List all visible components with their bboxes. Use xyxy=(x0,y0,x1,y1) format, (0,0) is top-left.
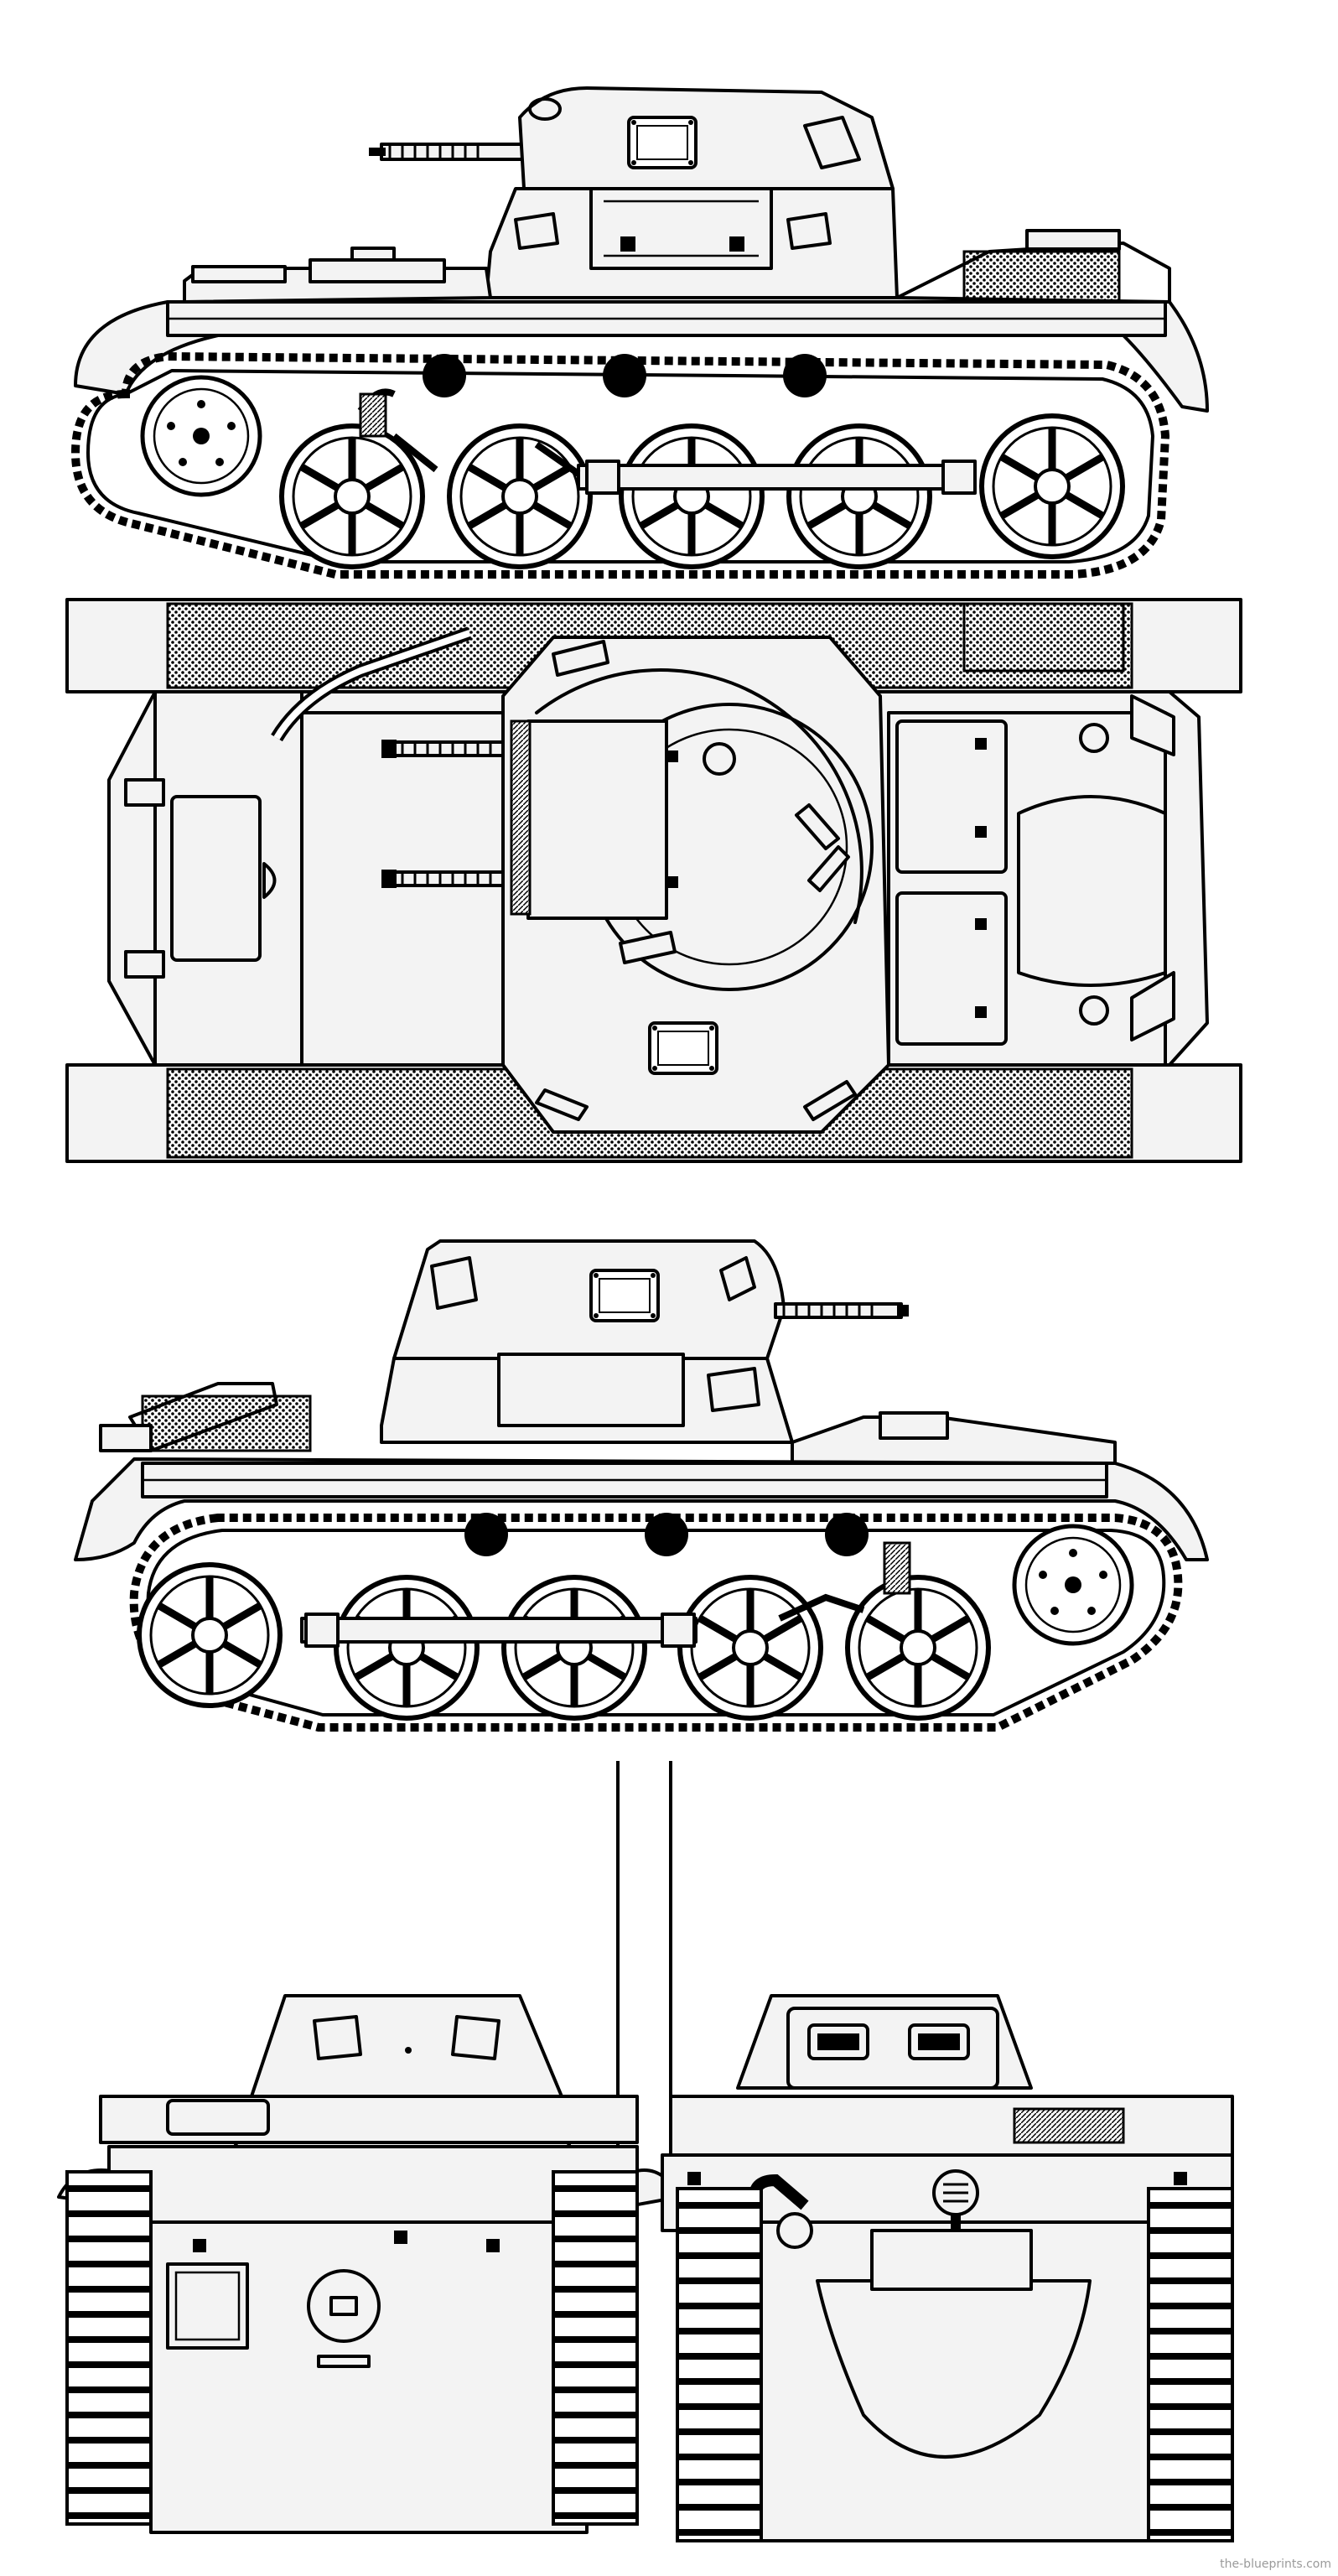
return-roller xyxy=(645,1513,688,1556)
drive-sprocket xyxy=(143,377,260,495)
suspension-beam xyxy=(357,388,977,495)
road-wheel xyxy=(680,1577,821,1718)
hull-front xyxy=(57,2095,681,2534)
turret xyxy=(736,1994,1033,2090)
turret xyxy=(250,1994,563,2098)
left-track-front xyxy=(67,2172,151,2524)
road-wheel xyxy=(504,1577,645,1718)
return-roller xyxy=(464,1513,508,1556)
right-track-front xyxy=(553,2172,637,2524)
road-wheel xyxy=(336,1577,477,1718)
road-wheel xyxy=(449,426,590,567)
road-wheel xyxy=(789,426,930,567)
road-wheel xyxy=(621,426,762,567)
credit-watermark: the-blueprints.com xyxy=(1220,2558,1331,2571)
rear-view xyxy=(661,1994,1234,2542)
idler-wheel xyxy=(139,1565,280,1706)
turret-top xyxy=(501,636,890,1134)
right-side-view xyxy=(74,1239,1209,1732)
turret xyxy=(518,86,895,190)
tail-light xyxy=(932,2169,979,2231)
left-track-rear xyxy=(677,2189,761,2541)
hull xyxy=(74,1457,1209,1561)
hull xyxy=(74,300,1209,413)
rear-deck xyxy=(99,1382,312,1452)
hull-rear xyxy=(661,2095,1234,2542)
right-track-rear xyxy=(1149,2189,1232,2541)
machine-gun-barrel xyxy=(369,143,526,161)
machine-gun-barrel xyxy=(774,1302,909,1319)
rear-deck xyxy=(895,229,1171,304)
front-deck xyxy=(791,1411,1117,1465)
drive-sprocket xyxy=(1014,1526,1132,1644)
road-wheel xyxy=(848,1577,988,1718)
idler-wheel xyxy=(982,416,1123,557)
front-view xyxy=(57,1994,681,2534)
track xyxy=(129,1514,1183,1732)
return-roller xyxy=(423,354,466,397)
front-deck xyxy=(183,247,492,304)
suspension-beam xyxy=(300,1541,911,1648)
engine-deck xyxy=(887,694,1175,1067)
twin-machine-guns xyxy=(381,740,521,888)
superstructure xyxy=(380,1353,794,1444)
left-side-view xyxy=(70,86,1209,579)
track xyxy=(70,351,1170,579)
road-wheel xyxy=(282,426,423,567)
front-glacis xyxy=(124,690,303,1067)
superstructure xyxy=(485,187,899,299)
top-view xyxy=(65,598,1242,1163)
return-roller xyxy=(825,1513,869,1556)
turret xyxy=(392,1239,909,1360)
